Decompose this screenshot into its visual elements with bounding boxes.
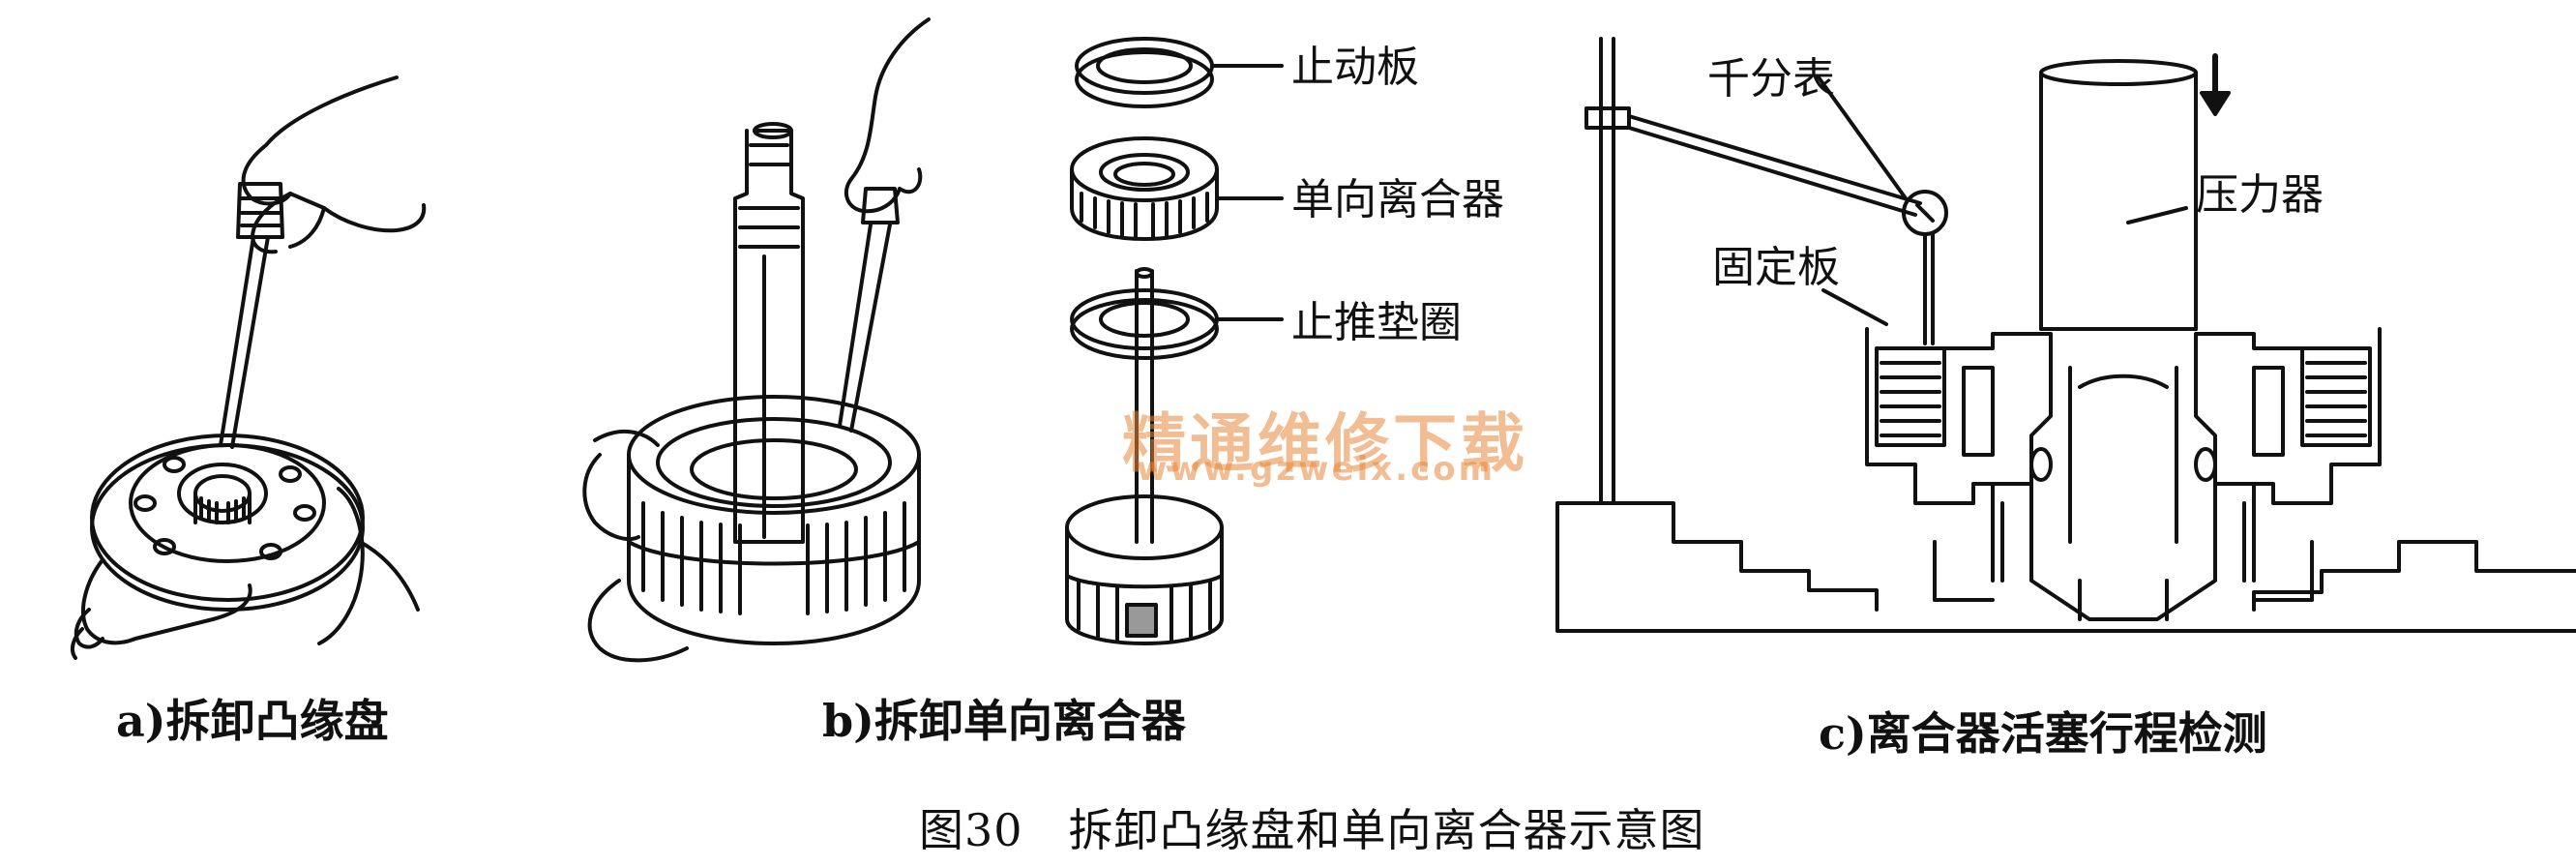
screwdriver-handle bbox=[236, 182, 284, 239]
caption-b: b)拆卸单向离合器 bbox=[822, 695, 1186, 747]
indicator-arm bbox=[1627, 114, 1922, 205]
watermark-name: 精通维修下载 bbox=[1122, 406, 1528, 481]
leader-press bbox=[2126, 206, 2188, 224]
leader-dial-indicator bbox=[1817, 75, 1908, 200]
screwdriver-shaft bbox=[219, 235, 255, 447]
flange-hub bbox=[177, 463, 268, 524]
clutch-drum-top bbox=[627, 395, 921, 515]
leader-fixed-plate bbox=[1821, 288, 1888, 326]
label-dial-indicator: 千分表 bbox=[1707, 54, 1835, 104]
base-plate bbox=[1555, 501, 2576, 633]
exploded-parts bbox=[1065, 37, 1284, 645]
right-hand bbox=[844, 17, 931, 214]
label-stop-plate: 止动板 bbox=[1291, 43, 1419, 92]
screwdriver-b bbox=[838, 223, 873, 428]
lower-hand bbox=[81, 559, 252, 645]
clutch-pack-left bbox=[1865, 327, 2014, 505]
output-shaft bbox=[733, 129, 805, 544]
label-one-way-clutch: 单向离合器 bbox=[1291, 175, 1504, 224]
panel-b-illustration bbox=[582, 17, 931, 663]
caption-c: c)离合器活塞行程检测 bbox=[1819, 707, 2267, 760]
label-fixed-plate: 固定板 bbox=[1712, 243, 1840, 292]
panel-a-illustration bbox=[70, 75, 427, 660]
press-cylinder bbox=[2039, 71, 2198, 331]
left-hand-b bbox=[593, 429, 660, 447]
label-press: 压力器 bbox=[2196, 170, 2324, 220]
panel-c-illustration bbox=[1555, 37, 2576, 633]
clutch-pack-right bbox=[2233, 327, 2382, 505]
upper-hand bbox=[241, 75, 427, 233]
figure-title: 图30 拆卸凸缘盘和单向离合器示意图 bbox=[919, 804, 1705, 856]
watermark-url: www.gzweix.com bbox=[1137, 450, 1496, 489]
central-hub bbox=[2029, 346, 2217, 621]
lower-drum bbox=[1065, 494, 1224, 560]
caption-a: a)拆卸凸缘盘 bbox=[116, 695, 389, 747]
label-thrust-washer: 止推垫圈 bbox=[1291, 298, 1462, 347]
